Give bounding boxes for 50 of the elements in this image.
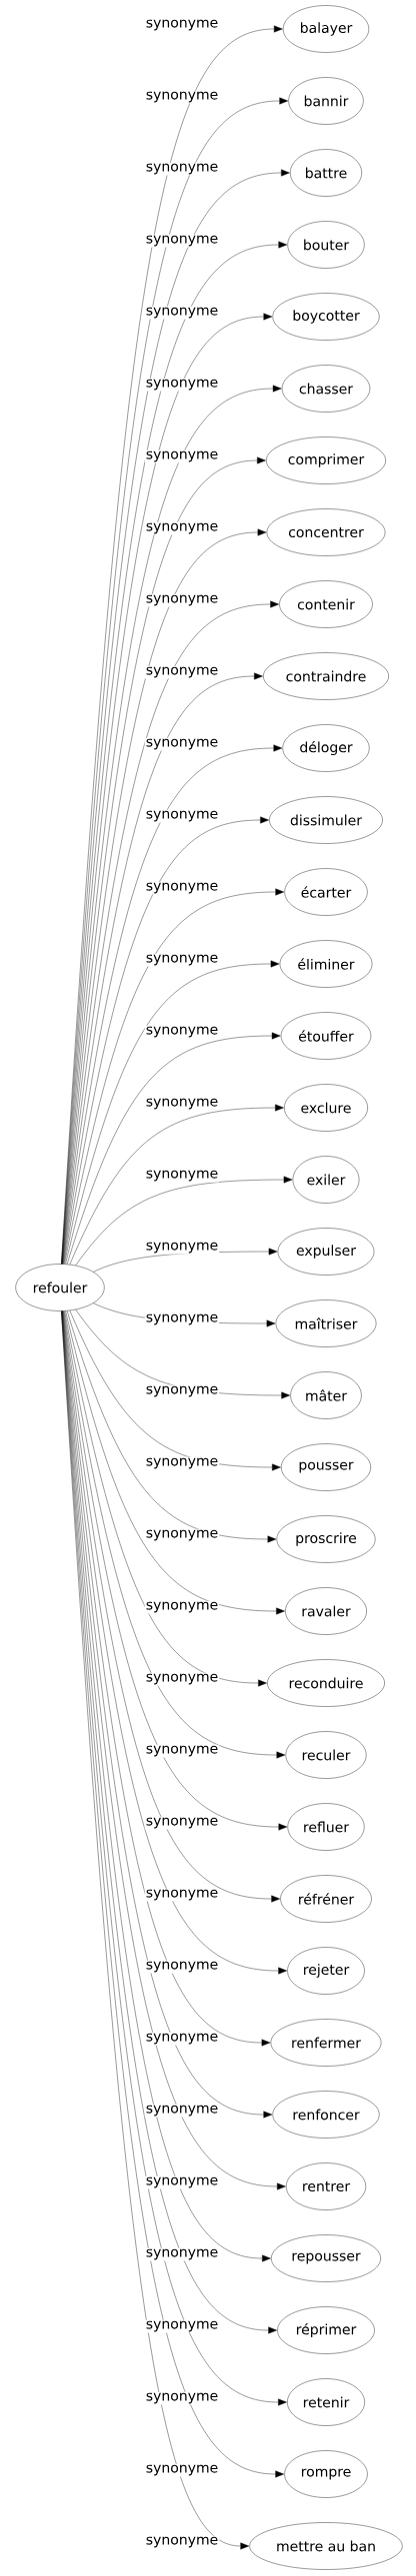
edge-label: synonyme	[144, 378, 220, 392]
edge-label: synonyme	[144, 1672, 220, 1686]
edge-label: synonyme	[144, 1169, 220, 1183]
edge-label: synonyme	[144, 234, 220, 248]
arrow	[64, 1310, 267, 1687]
edge-label: synonyme	[144, 1241, 220, 1255]
edge-label: synonyme	[144, 881, 220, 895]
arrow	[93, 1248, 278, 1273]
edge-label: synonyme	[144, 1025, 220, 1039]
edge-label: synonyme	[144, 1744, 220, 1758]
edge-label: synonyme	[144, 1888, 220, 1902]
arrow	[61, 1310, 250, 2550]
edge-label: synonyme	[144, 162, 220, 176]
edge-label: synonyme	[144, 1097, 220, 1111]
edge-label: synonyme	[144, 449, 220, 463]
edge-label: synonyme	[144, 2319, 220, 2333]
arrow	[65, 1310, 285, 1615]
edge-label: synonyme	[144, 2247, 220, 2261]
edge-label: synonyme	[144, 593, 220, 607]
edge-label: synonyme	[144, 1312, 220, 1326]
arrow	[75, 1176, 293, 1267]
arrow	[69, 1309, 281, 1471]
edge-label: synonyme	[144, 2535, 220, 2549]
edge-label: synonyme	[144, 18, 220, 32]
edge-label: synonyme	[144, 2032, 220, 2046]
edge-label: synonyme	[144, 809, 220, 823]
arrow	[63, 744, 283, 1265]
edge-label: synonyme	[144, 2104, 220, 2118]
edge-label: synonyme	[144, 737, 220, 751]
edge-label: synonyme	[144, 953, 220, 967]
arrow	[66, 1032, 281, 1265]
arrow	[66, 1310, 277, 1543]
arrow	[63, 816, 269, 1265]
edge-label: synonyme	[144, 2391, 220, 2405]
arrow	[64, 888, 285, 1265]
edge-label: synonyme	[144, 2175, 220, 2189]
arrow	[65, 960, 280, 1265]
edge-label: synonyme	[144, 1960, 220, 1974]
edge-label: synonyme	[144, 90, 220, 104]
edge-label: synonyme	[144, 521, 220, 535]
arrow	[69, 1104, 284, 1266]
edge-label: synonyme	[144, 2463, 220, 2477]
edge-label: synonyme	[144, 665, 220, 679]
edge-label: synonyme	[144, 1456, 220, 1470]
edge-label: synonyme	[144, 1600, 220, 1614]
edge-label: synonyme	[144, 1816, 220, 1830]
arrow	[62, 672, 263, 1265]
edge-label: synonyme	[144, 1528, 220, 1542]
edge-label: synonyme	[144, 306, 220, 320]
edge-label: synonyme	[144, 1384, 220, 1398]
